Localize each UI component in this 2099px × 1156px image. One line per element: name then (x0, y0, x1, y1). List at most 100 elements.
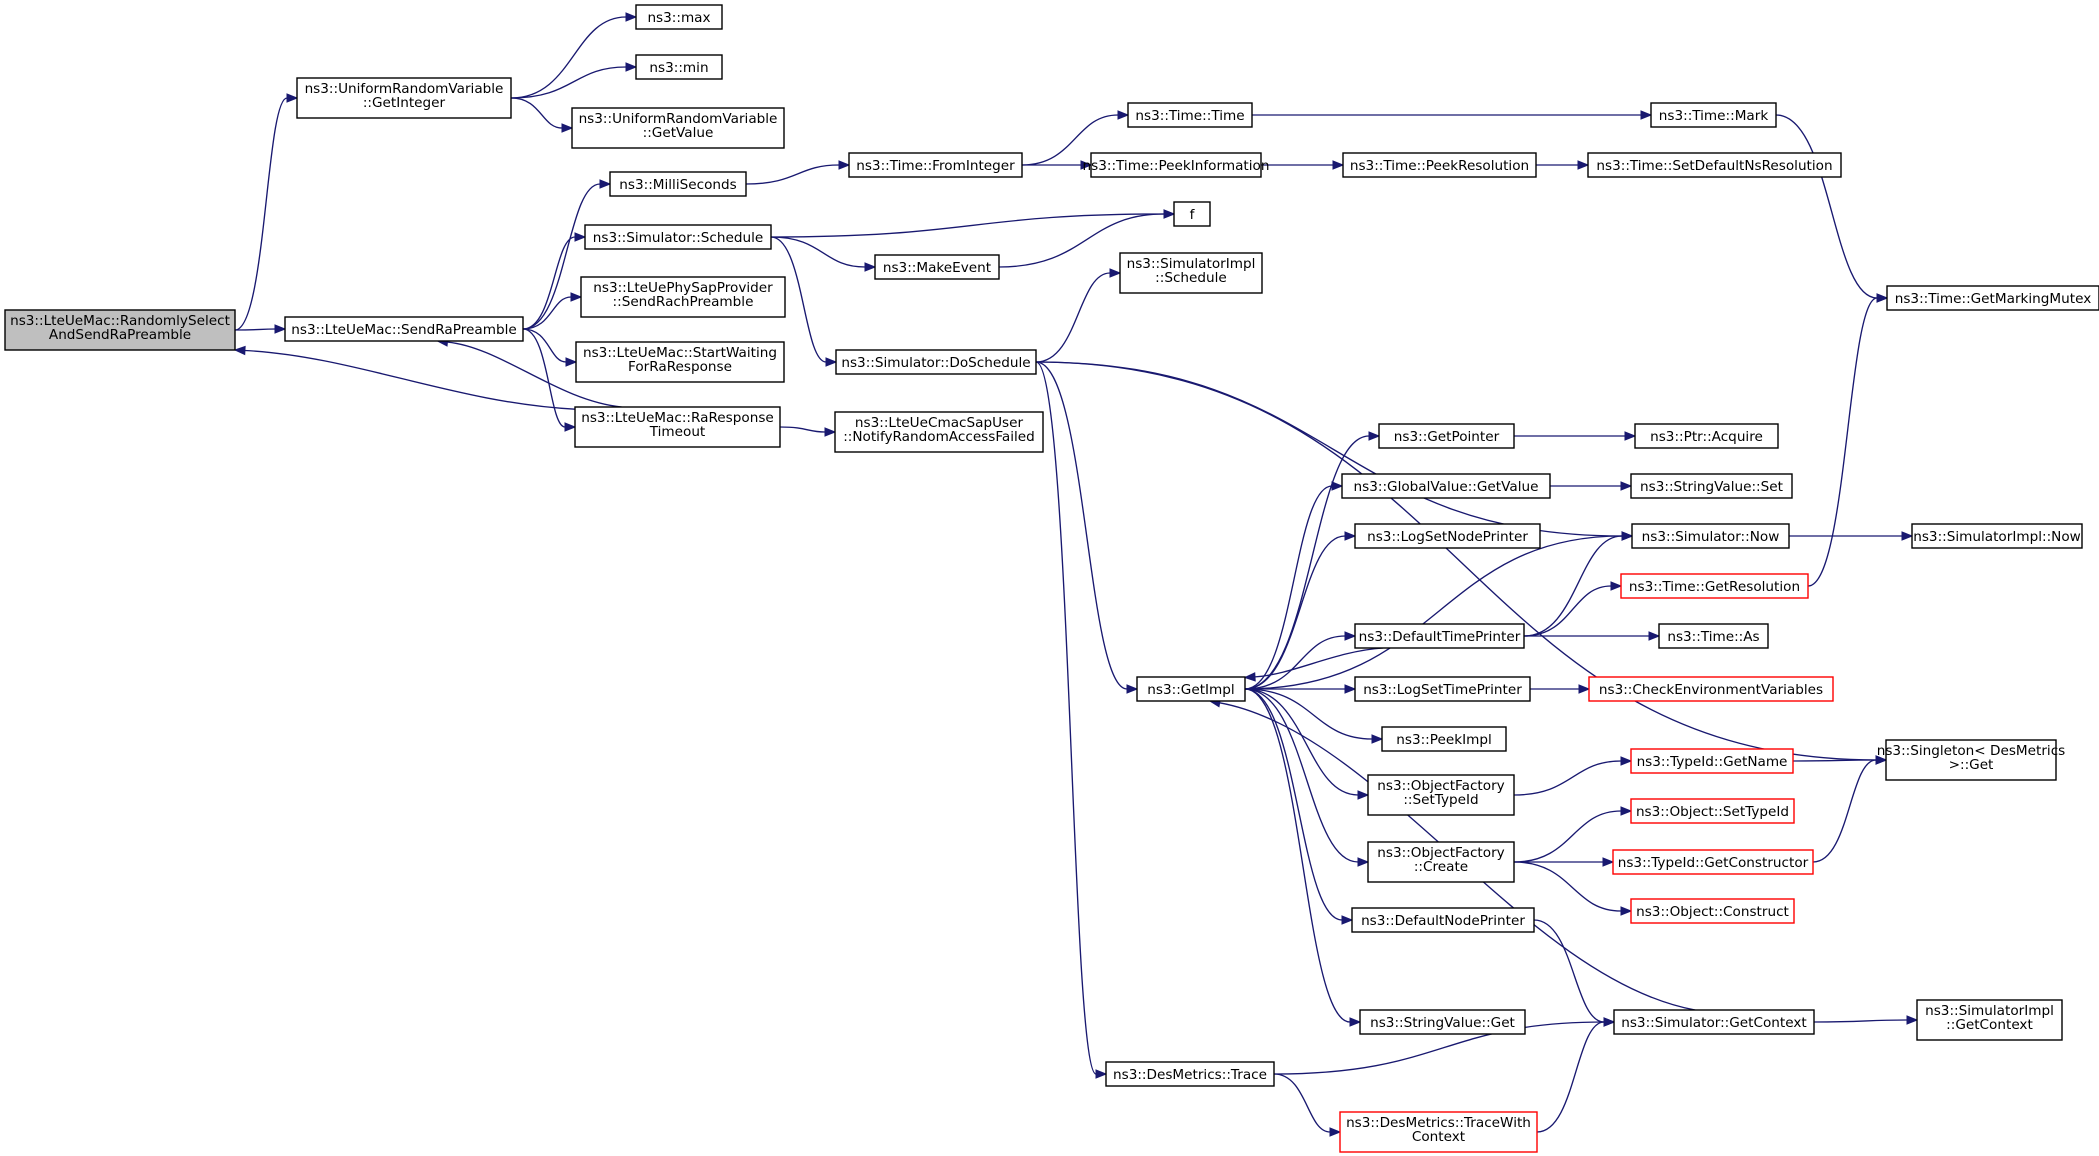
node-label: ns3::StringValue::Set (1640, 479, 1783, 495)
node-label: f (1190, 207, 1196, 223)
edge-getimpl-to-strvalget (1244, 688, 1362, 1027)
arrowhead-icon (1357, 857, 1370, 867)
node-desmtrace[interactable]: ns3::DesMetrics::Trace (1105, 1061, 1275, 1087)
edge-line (1254, 647, 1384, 678)
node-label: ::SendRachPreamble (613, 294, 754, 310)
node-objsettypeid[interactable]: ns3::Object::SetTypeId (1630, 798, 1795, 824)
node-getconstructor[interactable]: ns3::TypeId::GetConstructor (1612, 849, 1814, 875)
edge-schedule-to-makeevent (770, 236, 877, 272)
node-deftimeprinter[interactable]: ns3::DefaultTimePrinter (1354, 623, 1525, 649)
edge-doschedule-to-singleton (1035, 361, 1888, 765)
arrowhead-icon (1876, 293, 1889, 303)
node-box (1351, 907, 1535, 933)
node-box (1354, 523, 1541, 549)
node-min[interactable]: ns3::min (635, 54, 723, 80)
edge-line (510, 16, 627, 99)
node-label: ns3::Time::Time (1135, 108, 1244, 124)
edge-urv_getint-to-max (510, 12, 638, 99)
node-strvalset[interactable]: ns3::StringValue::Set (1630, 473, 1793, 499)
node-urv_getval[interactable]: ns3::UniformRandomVariable::GetValue (571, 107, 785, 149)
node-timemark[interactable]: ns3::Time::Mark (1650, 102, 1777, 128)
edge-line (510, 66, 627, 99)
node-label: ::Schedule (1155, 270, 1227, 286)
node-simimplgetctx[interactable]: ns3::SimulatorImpl::GetContext (1916, 999, 2063, 1041)
edge-desmtracectx-to-simgetcontext (1536, 1017, 1616, 1133)
node-checkenv[interactable]: ns3::CheckEnvironmentVariables (1588, 676, 1834, 702)
node-doschedule[interactable]: ns3::Simulator::DoSchedule (835, 349, 1037, 375)
node-label: ::SetTypeId (1403, 792, 1478, 808)
node-simimplnow[interactable]: ns3::SimulatorImpl::Now (1911, 523, 2083, 549)
edge-typeidgetname-to-singleton (1792, 755, 1888, 765)
node-simgetcontext[interactable]: ns3::Simulator::GetContext (1613, 1009, 1815, 1035)
node-setdefns[interactable]: ns3::Time::SetDefaultNsResolution (1587, 152, 1842, 178)
node-typeidgetname[interactable]: ns3::TypeId::GetName (1630, 748, 1794, 774)
node-max[interactable]: ns3::max (635, 4, 723, 30)
node-simnow[interactable]: ns3::Simulator::Now (1631, 523, 1790, 549)
node-notifyra[interactable]: ns3::LteUeCmacSapUser::NotifyRandomAcces… (834, 411, 1044, 453)
edge-line (1513, 760, 1622, 796)
node-fromint[interactable]: ns3::Time::FromInteger (848, 152, 1023, 178)
node-label: ns3::Time::PeekInformation (1083, 158, 1270, 174)
edge-doschedule-to-simnow (1035, 361, 1634, 541)
node-label: ns3::MakeEvent (883, 260, 991, 276)
node-sendrach[interactable]: ns3::LteUePhySapProvider::SendRachPreamb… (580, 276, 786, 318)
node-peekinfo[interactable]: ns3::Time::PeekInformation (1083, 152, 1270, 178)
node-root[interactable]: ns3::LteUeMac::RandomlySelectAndSendRaPr… (4, 309, 236, 351)
node-logsettime[interactable]: ns3::LogSetTimePrinter (1354, 676, 1531, 702)
edge-line (522, 328, 566, 428)
node-ofcreate[interactable]: ns3::ObjectFactory::Create (1367, 841, 1515, 883)
node-box (834, 411, 1044, 453)
edge-timetime-to-timemark (1252, 110, 1653, 120)
node-box (1885, 739, 2057, 781)
node-strvalget[interactable]: ns3::StringValue::Get (1359, 1009, 1526, 1035)
node-timetime[interactable]: ns3::Time::Time (1127, 102, 1253, 128)
node-logsetnode[interactable]: ns3::LogSetNodePrinter (1354, 523, 1541, 549)
node-sendra[interactable]: ns3::LteUeMac::SendRaPreamble (284, 316, 524, 342)
arrowhead-icon (1357, 790, 1370, 800)
node-urv_getint[interactable]: ns3::UniformRandomVariable::GetInteger (296, 77, 512, 119)
edge-line (998, 213, 1165, 268)
arrowhead-icon (1620, 906, 1633, 916)
arrowhead-icon (1163, 209, 1176, 219)
node-f[interactable]: f (1173, 201, 1211, 227)
edge-line (1523, 585, 1612, 637)
node-ptracquire[interactable]: ns3::Ptr::Acquire (1634, 423, 1779, 449)
node-label: ns3::Time::FromInteger (856, 158, 1015, 174)
edge-simgetcontext-to-simimplgetctx (1813, 1015, 1919, 1025)
node-singleton[interactable]: ns3::Singleton< DesMetrics>::Get (1877, 739, 2066, 781)
node-peekimpl[interactable]: ns3::PeekImpl (1381, 726, 1507, 752)
node-box (296, 77, 512, 119)
arrowhead-icon (1906, 1015, 1919, 1025)
node-ofsettypeid[interactable]: ns3::ObjectFactory::SetTypeId (1367, 774, 1515, 816)
node-makeevent[interactable]: ns3::MakeEvent (874, 254, 1000, 280)
node-timeas[interactable]: ns3::Time::As (1658, 623, 1769, 649)
arrowhead-icon (1620, 756, 1633, 766)
arrowhead-icon (286, 93, 299, 103)
node-simimpl_sched[interactable]: ns3::SimulatorImpl::Schedule (1119, 252, 1263, 294)
node-label: ns3::max (647, 10, 710, 26)
node-box (284, 316, 524, 342)
edge-urv_getint-to-urv_getval (510, 97, 574, 133)
node-getresolution[interactable]: ns3::Time::GetResolution (1620, 573, 1809, 599)
node-gvgetvalue[interactable]: ns3::GlobalValue::GetValue (1341, 473, 1551, 499)
node-getpointer[interactable]: ns3::GetPointer (1378, 423, 1515, 449)
edge-line (522, 328, 567, 363)
node-box (574, 406, 781, 448)
edge-rarespto-to-notifyra (779, 426, 837, 437)
edge-line (1035, 361, 1097, 1075)
node-millisec[interactable]: ns3::MilliSeconds (609, 171, 747, 197)
node-schedule[interactable]: ns3::Simulator::Schedule (584, 224, 772, 250)
node-peekres[interactable]: ns3::Time::PeekResolution (1342, 152, 1537, 178)
edge-makeevent-to-f (998, 209, 1176, 268)
node-defnodeprinter[interactable]: ns3::DefaultNodePrinter (1351, 907, 1535, 933)
node-getmarkmutex[interactable]: ns3::Time::GetMarkingMutex (1886, 285, 2099, 311)
node-objconstruct[interactable]: ns3::Object::Construct (1630, 898, 1795, 924)
edge-line (770, 213, 1165, 238)
node-getimpl[interactable]: ns3::GetImpl (1136, 676, 1246, 702)
edge-getpointer-to-ptracquire (1514, 431, 1637, 441)
node-box (1136, 676, 1246, 702)
node-label: ns3::SimulatorImpl (1925, 1003, 2054, 1019)
